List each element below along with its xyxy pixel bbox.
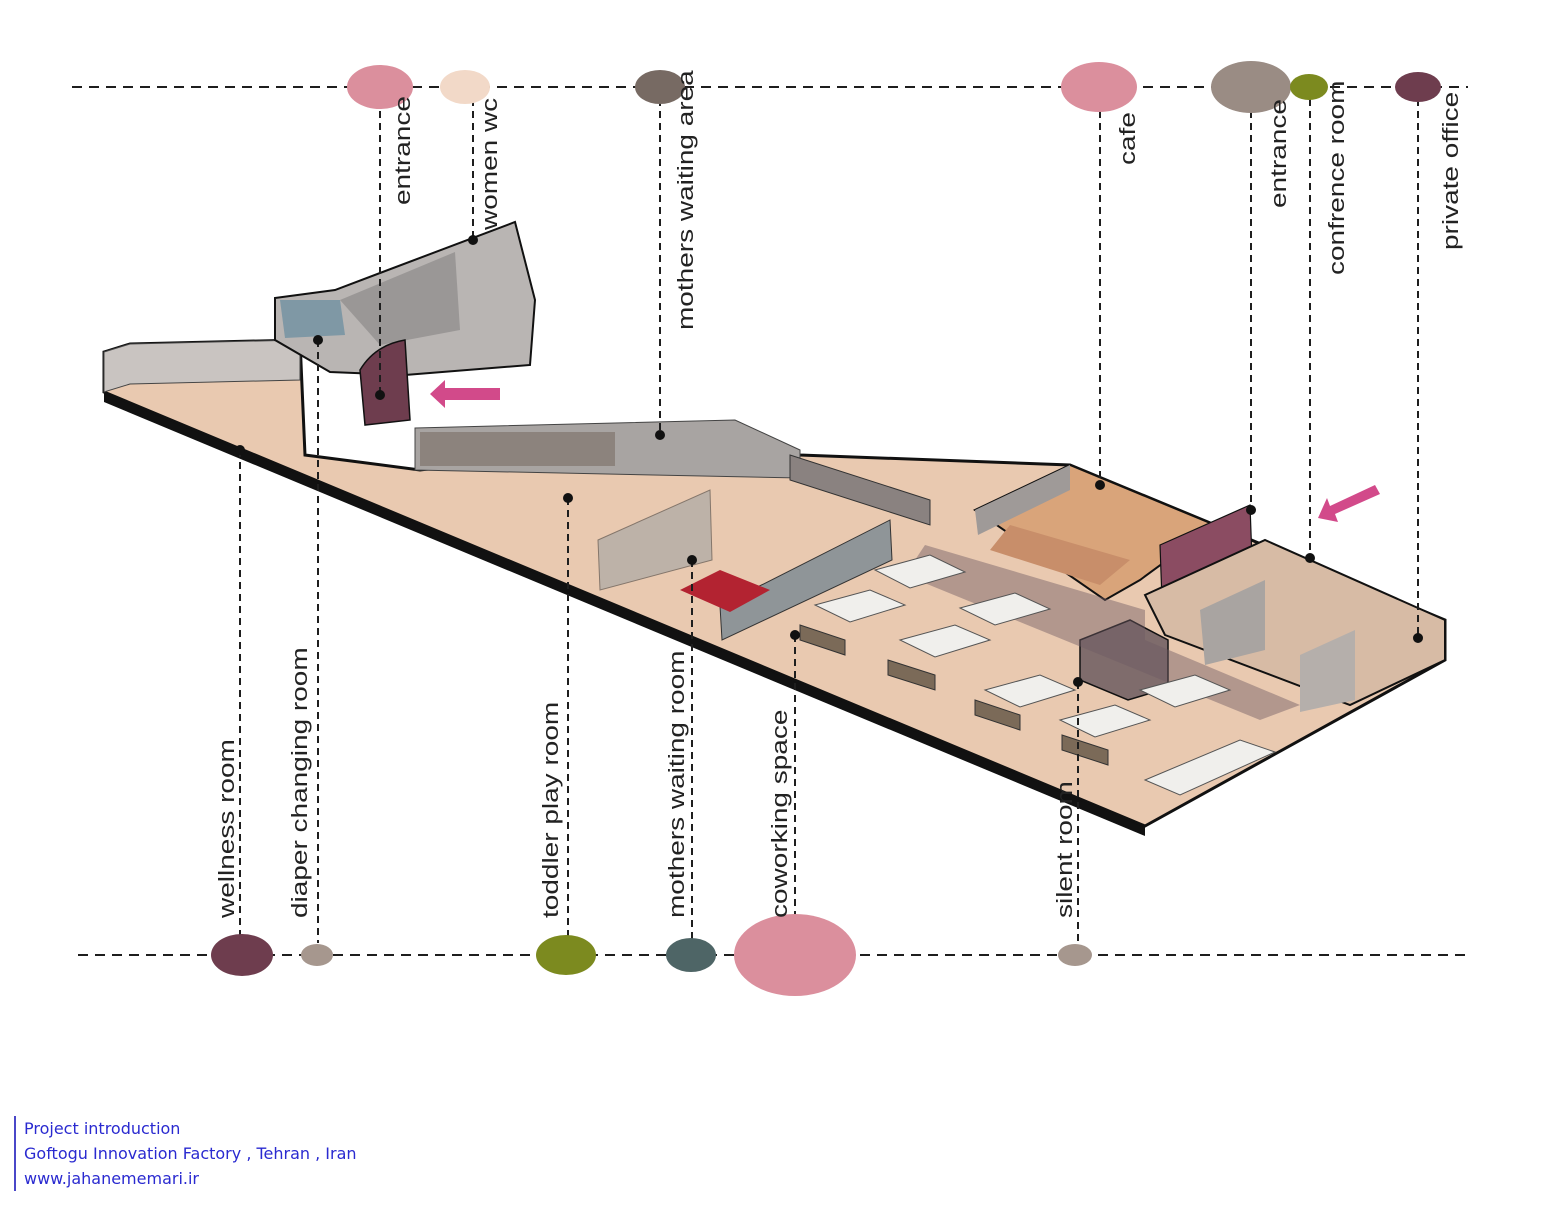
bottom-label-silent-room: silent room — [1053, 781, 1077, 918]
top-marker-cafe — [1061, 62, 1137, 112]
bottom-marker-toddler-play-room — [536, 935, 596, 975]
top-marker-mothers-waiting-area — [635, 70, 685, 104]
bottom-label-toddler-play-room: toddler play room — [539, 702, 563, 918]
bottom-anchor-dot-coworking-space — [790, 630, 800, 640]
top-anchor-dot-mothers-waiting-area — [655, 430, 665, 440]
bottom-label-diaper-changing-room: diaper changing room — [288, 647, 312, 918]
top-label-mothers-waiting-area: mothers waiting area — [674, 70, 698, 330]
office-block — [1143, 538, 1446, 707]
top-label-women-wc: women wc — [478, 98, 502, 231]
bottom-marker-wellness-room — [211, 934, 273, 976]
top-marker-women-wc — [440, 70, 490, 104]
top-anchor-dot-confrence-room — [1305, 553, 1315, 563]
bottom-label-coworking-space: coworking space — [768, 710, 792, 918]
bottom-marker-silent-room — [1058, 944, 1092, 966]
top-anchor-dot-women-wc — [468, 235, 478, 245]
bottom-label-mothers-waiting-room: mothers waiting room — [665, 651, 689, 918]
top-marker-confrence-room — [1290, 74, 1328, 100]
isometric-floor-plan — [102, 220, 1447, 836]
bottom-label-wellness-room: wellness room — [215, 739, 239, 919]
website-link[interactable]: www.jahanememari.ir — [24, 1169, 200, 1188]
top-label-entrance: entrance — [391, 96, 415, 205]
top-label-entrance: entrance — [1267, 99, 1291, 208]
top-label-cafe: cafe — [1116, 112, 1140, 165]
project-introduction-text: Project introduction — [24, 1119, 181, 1138]
bottom-anchor-dot-diaper-changing-room — [313, 335, 323, 345]
top-label-private-office: private office — [1439, 92, 1463, 250]
entrance-arrow-left — [430, 380, 500, 408]
bottom-callouts: wellness room diaper changing room toddler… — [211, 335, 1092, 996]
top-marker-entrance — [347, 65, 413, 109]
top-anchor-dot-cafe — [1095, 480, 1105, 490]
top-callouts: entrance women wc mothers waiting area cafe… — [347, 61, 1463, 643]
entrance-arrow-right — [1318, 485, 1380, 522]
bottom-marker-diaper-changing-room — [301, 944, 333, 966]
bottom-anchor-dot-mothers-waiting-room — [687, 555, 697, 565]
top-marker-entrance — [1211, 61, 1291, 113]
top-label-confrence-room: confrence room — [1325, 81, 1349, 275]
project-location-text: Goftogu Innovation Factory , Tehran , Ir… — [24, 1144, 357, 1163]
bottom-anchor-dot-wellness-room — [235, 445, 245, 455]
bottom-marker-mothers-waiting-room — [666, 938, 716, 972]
project-credits: Project introduction Goftogu Innovation … — [14, 1116, 357, 1191]
top-anchor-dot-entrance — [1246, 505, 1256, 515]
top-marker-private-office — [1395, 72, 1441, 102]
bottom-anchor-dot-toddler-play-room — [563, 493, 573, 503]
bottom-marker-coworking-space — [734, 914, 856, 996]
bottom-anchor-dot-silent-room — [1073, 677, 1083, 687]
top-anchor-dot-private-office — [1413, 633, 1423, 643]
top-anchor-dot-entrance — [375, 390, 385, 400]
